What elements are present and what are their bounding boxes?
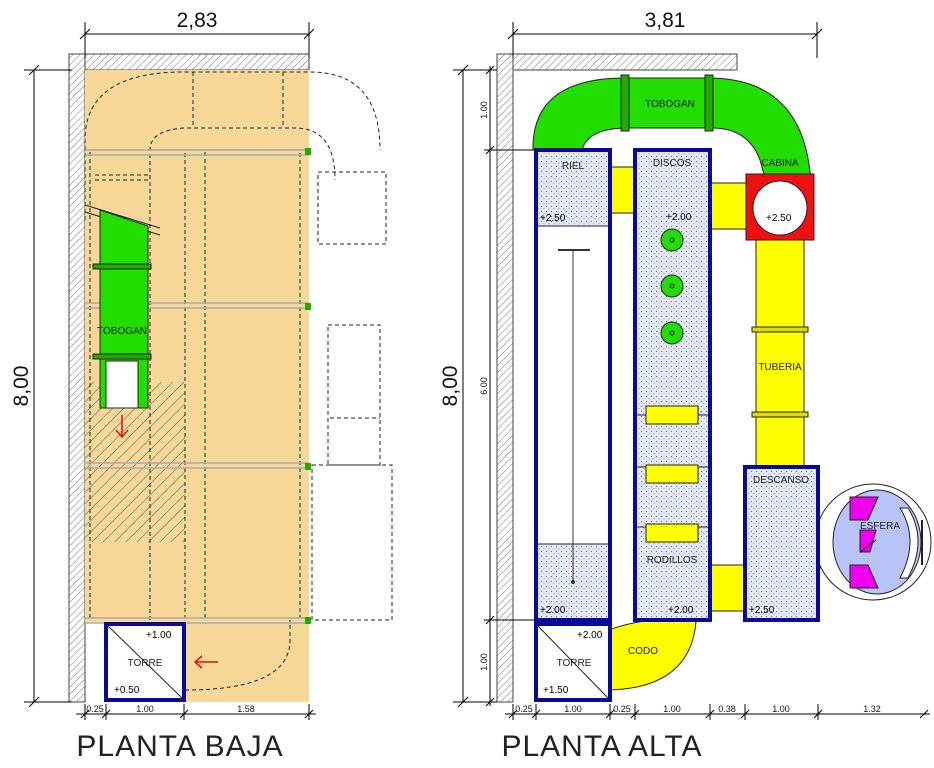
baja-torre-top-level: +1.00 [146, 630, 172, 641]
alta-connector-discos-cabina [709, 182, 749, 230]
alta-cabina: CABINA +2.50 [745, 158, 815, 241]
baja-hatched-area [85, 382, 185, 542]
baja-torre-label: TORRE [128, 658, 163, 669]
baja-bottom-dim-3: 1.58 [237, 704, 255, 714]
baja-left-arrow [193, 655, 218, 669]
alta-descanso: DESCANSO +2.50 [743, 465, 820, 622]
alta-discos-label: DISCOS [653, 158, 692, 169]
baja-height-dim: 8,00 [10, 366, 33, 407]
alta-torre-label: TORRE [557, 658, 592, 669]
baja-wall-top [68, 53, 310, 71]
alta-width-dim: 3,81 [645, 9, 686, 32]
baja-bottom-dimension [76, 704, 316, 720]
alta-bottom-dimension [505, 704, 930, 720]
alta-riel: RIEL +2.50 +2.00 [534, 148, 612, 622]
alta-bottom-dim-1: 0.25 [515, 704, 533, 714]
alta-left-dim-2: 6.00 [479, 377, 489, 395]
alta-esfera-label: ESFERA [860, 521, 900, 532]
alta-top-dimension [507, 22, 823, 58]
baja-bottom-dim-1: 0.25 [86, 704, 104, 714]
baja-green-markers [305, 148, 311, 624]
alta-bottom-dim-4: 1.00 [663, 704, 681, 714]
alta-title: PLANTA ALTA [501, 730, 702, 763]
alta-height-dim: 8,00 [439, 366, 462, 407]
alta-codo: CODO [608, 616, 697, 691]
alta-riel-level: +2.50 [540, 213, 566, 224]
alta-esfera: ESFERA [813, 483, 932, 601]
alta-rodillos [645, 405, 699, 543]
alta-riel-bottom-level: +2.00 [540, 605, 566, 616]
baja-down-arrow [115, 415, 129, 439]
alta-wall-left [496, 53, 514, 703]
alta-cabina-level: +2.50 [766, 213, 792, 224]
alta-left-dim-3: 1.00 [479, 653, 489, 671]
alta-descanso-level: +2.50 [749, 605, 775, 616]
baja-left-dimension [24, 64, 72, 708]
alta-discos-rodillos: DISCOS +2.00 RODILLOS +2.00 [633, 148, 712, 622]
baja-top-dimension [79, 22, 315, 58]
alta-bottom-dim-3: 0.25 [613, 704, 631, 714]
alta-bottom-dim-7: 1.32 [863, 704, 881, 714]
baja-tobogan-label: TOBOGAN [97, 326, 147, 337]
alta-cabina-label: CABINA [761, 158, 799, 169]
alta-tobogan-label: TOBOGAN [645, 99, 695, 110]
alta-codo-label: CODO [628, 646, 658, 657]
alta-riel-label: RIEL [562, 161, 585, 172]
alta-bottom-dim-5: 0.38 [718, 704, 736, 714]
planta-alta: TOBOGAN TUBERIA CODO RIEL [439, 9, 932, 763]
alta-torre: TORRE +2.00 +1.50 [534, 622, 612, 702]
baja-wall-left [68, 53, 86, 703]
alta-wall-top [496, 53, 738, 71]
alta-connector-riel-discos [608, 166, 636, 214]
alta-torre-bottom-level: +1.50 [543, 685, 569, 696]
alta-torre-top-level: +2.00 [577, 630, 603, 641]
alta-tuberia-label: TUBERIA [758, 362, 802, 373]
alta-rodillos-label: RODILLOS [647, 555, 698, 566]
alta-descanso-label: DESCANSO [753, 475, 809, 486]
baja-tobogan: TOBOGAN [84, 204, 161, 409]
baja-width-dim: 2,83 [177, 9, 218, 32]
alta-bottom-dim-2: 1.00 [564, 704, 582, 714]
alta-rodillos-level: +2.00 [668, 605, 694, 616]
alta-tobogan: TOBOGAN [532, 74, 813, 179]
alta-left-dim-1: 1.00 [479, 101, 489, 119]
baja-bottom-dim-2: 1.00 [136, 704, 154, 714]
alta-discos [660, 228, 684, 345]
alta-tuberia: TUBERIA [751, 239, 809, 467]
alta-discos-level: +2.00 [666, 212, 692, 223]
alta-left-seg-dimension [484, 65, 536, 707]
baja-torre-bottom-level: +0.50 [114, 685, 140, 696]
planta-baja: TOBOGAN TORRE +1.00 +0.50 2,83 [10, 9, 393, 763]
baja-torre: TORRE +1.00 +0.50 [104, 622, 186, 702]
baja-title: PLANTA BAJA [76, 730, 283, 763]
alta-bottom-dim-6: 1.00 [772, 704, 790, 714]
alta-connector-rodillos-descanso [709, 564, 746, 612]
